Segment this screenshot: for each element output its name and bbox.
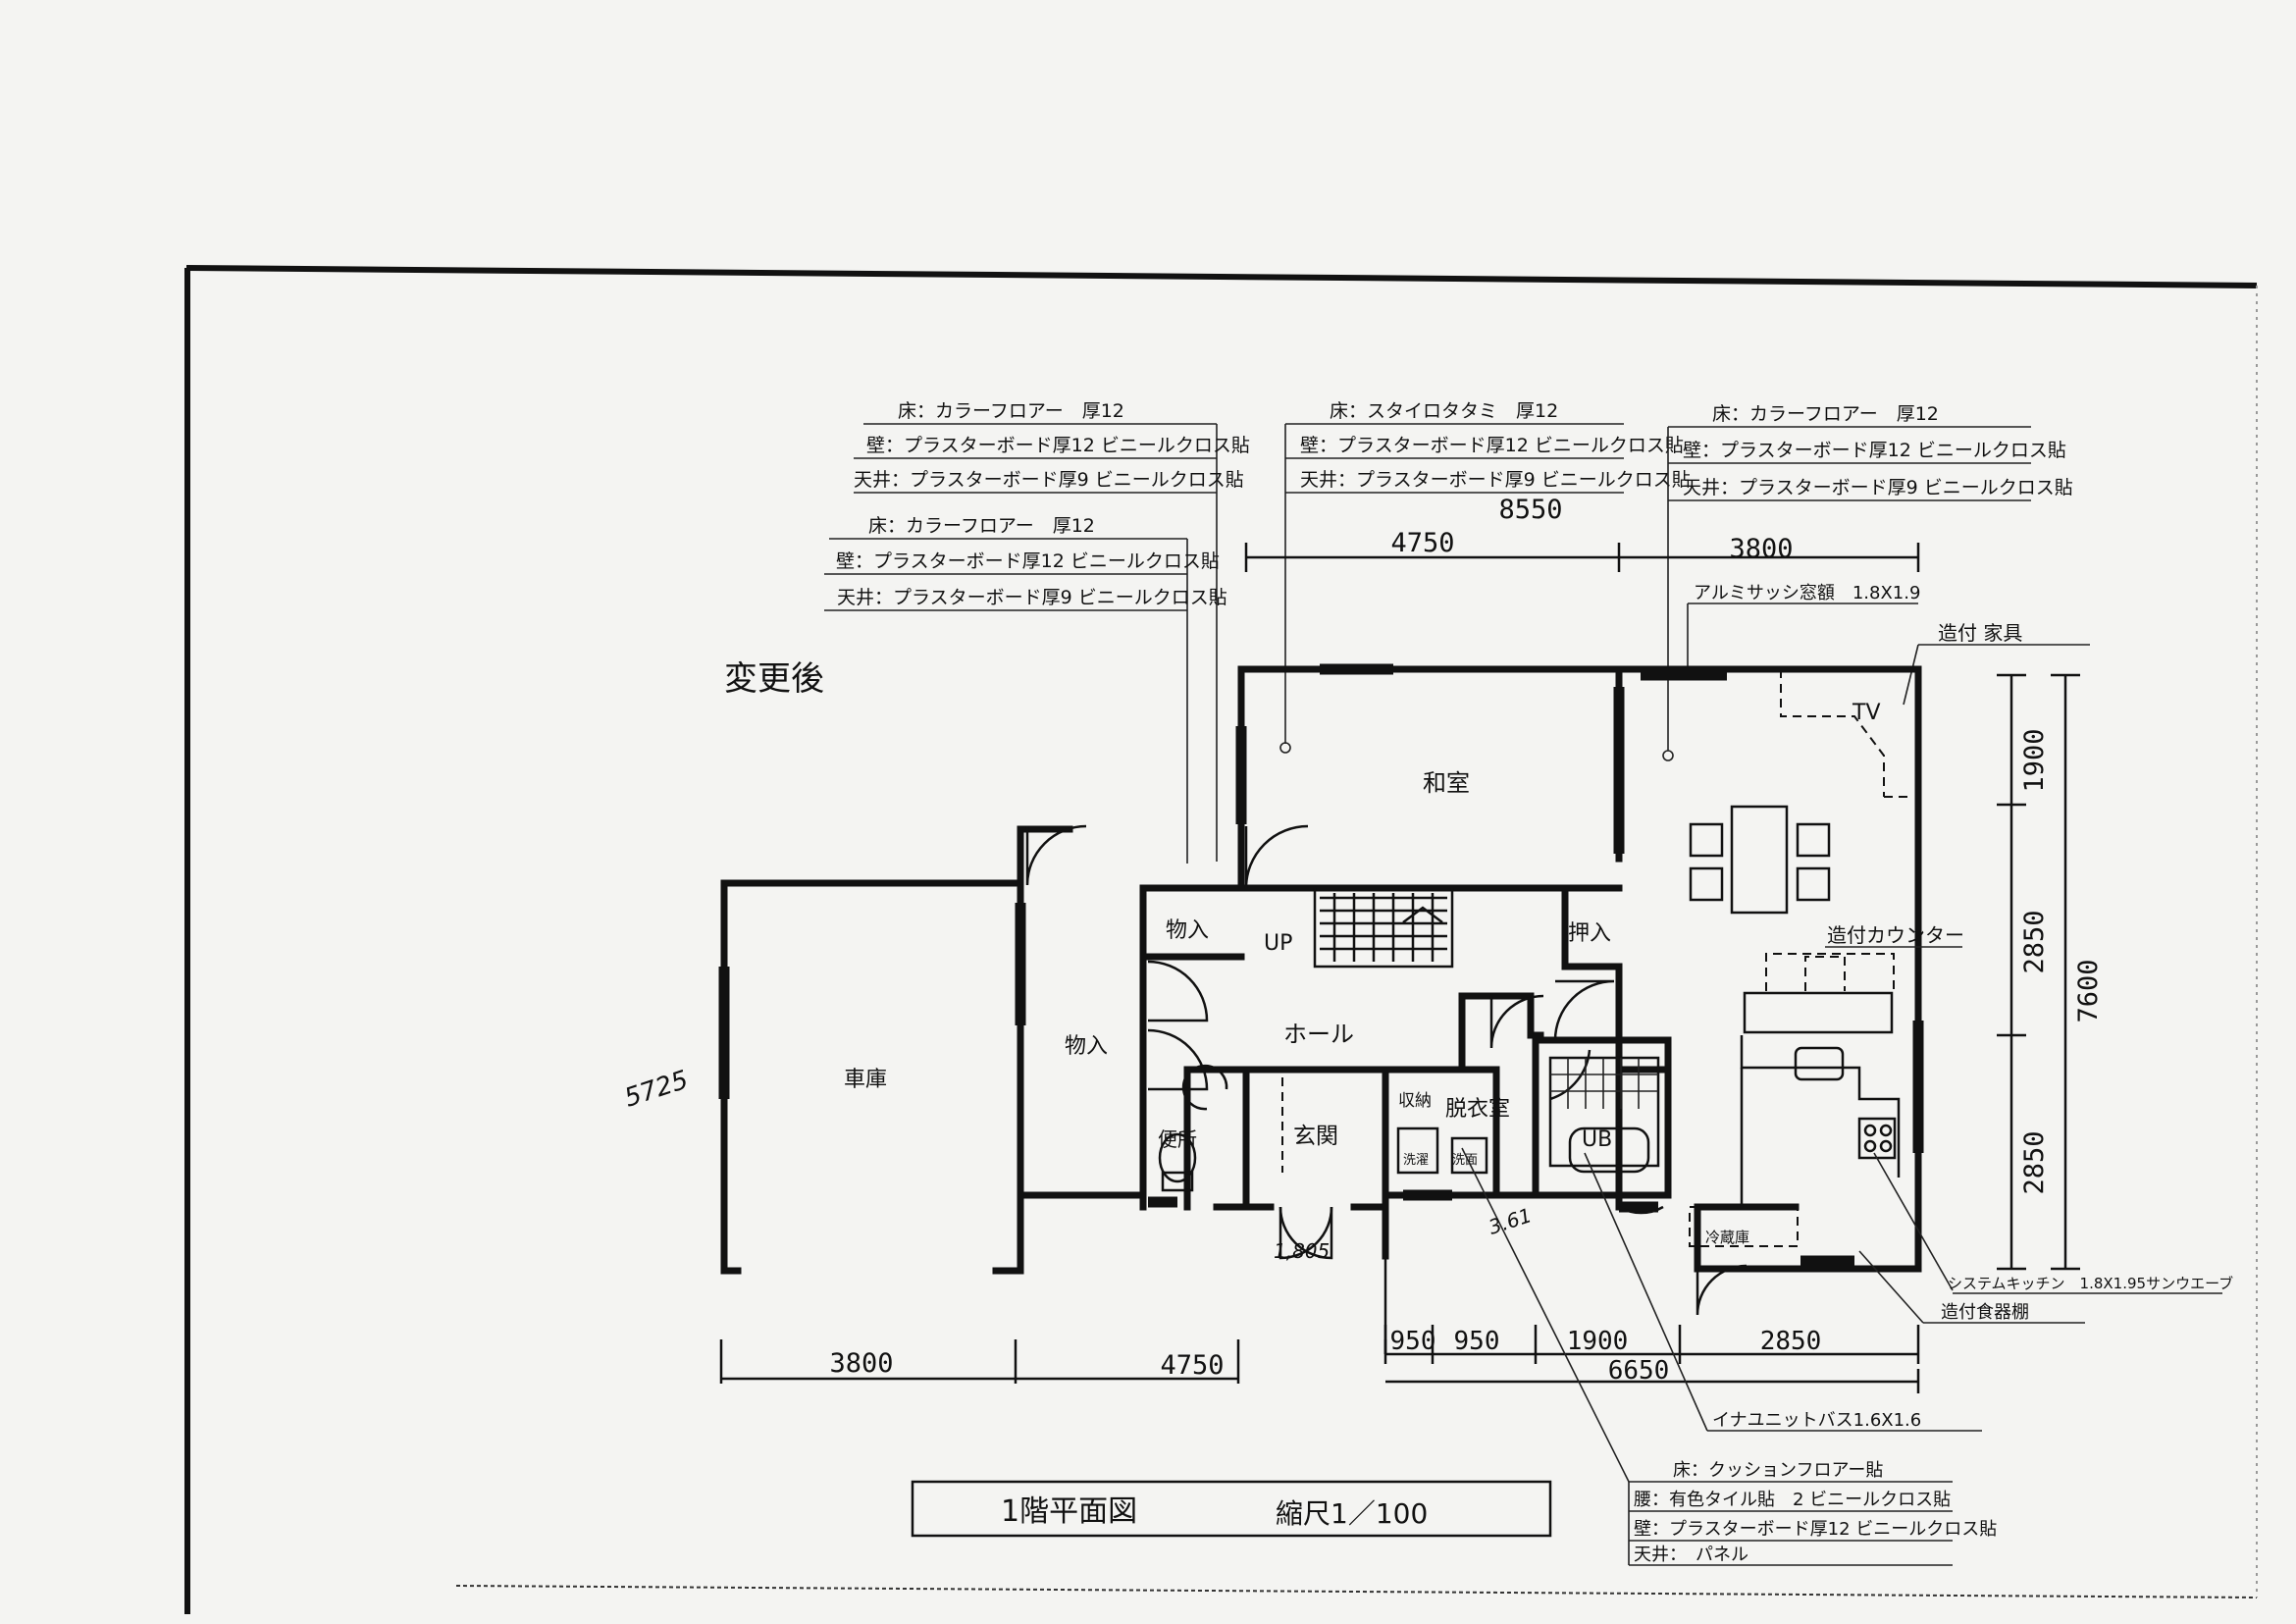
note-cupboard: 造付食器棚 [1941,1302,2029,1323]
dim-bottom-d: 950 [1454,1327,1500,1356]
spec-b-floor: 床：カラーフロアー 厚12 [868,515,1095,537]
room-washitsu: 和室 [1423,769,1470,797]
note-counter: 造付カウンター [1827,923,1964,947]
label-fridge: 冷蔵庫 [1705,1229,1749,1246]
spec-d-ceiling: 天井：プラスターボード厚9 ビニールクロス貼 [1683,477,2073,498]
label-washer: 洗濯 [1403,1153,1429,1168]
room-storage-left: 物入 [1065,1034,1108,1059]
note-kitchen: システムキッチン 1.8X1.95サンウエーブ [1948,1275,2233,1292]
spec-block-d: 床：カラーフロアー 厚12 壁：プラスターボード厚12 ビニールクロス貼 天井：… [1662,403,2073,761]
spec-b-wall: 壁：プラスターボード厚12 ビニールクロス貼 [836,550,1220,572]
bottom-dimensions: 3800 4750 950 950 1900 2850 6650 [719,1325,1920,1393]
room-storage-bath: 収納 [1398,1091,1432,1111]
dim-top-total: 8550 [1498,495,1562,525]
handwritten-door: 1,805 [1274,1239,1330,1263]
room-hall: ホール [1283,1021,1354,1048]
entrance-fixture [1281,1077,1386,1173]
spec-e-waist: 腰：有色タイル貼 2 ビニールクロス貼 [1634,1490,1951,1510]
counter-note: 造付カウンター [1825,923,1964,948]
spec-block-e: 床：クッションフロアー貼 腰：有色タイル貼 2 ビニールクロス貼 壁：プラスター… [1461,1147,1997,1566]
room-garage: 車庫 [844,1068,887,1092]
dim-bottom-c: 950 [1390,1327,1436,1356]
spec-e-ceiling: 天井： パネル [1634,1545,1748,1565]
spec-c-floor: 床：スタイロタタミ 厚12 [1330,400,1558,422]
spec-e-floor: 床：クッションフロアー貼 [1673,1460,1883,1481]
spec-c-ceiling: 天井：プラスターボード厚9 ビニールクロス貼 [1300,469,1691,491]
tv-furniture [1780,669,1908,798]
room-storage-small: 物入 [1166,918,1209,943]
dim-bottom-f: 2850 [1760,1327,1822,1356]
windows [718,663,1924,1267]
stamp-title: 変更後 [724,659,824,699]
note-sash: アルミサッシ窓額 1.8X1.9 [1694,583,1920,603]
room-entrance: 玄関 [1293,1124,1338,1149]
spec-b-ceiling: 天井：プラスターボード厚9 ビニールクロス貼 [837,587,1227,608]
dim-bottom-e: 1900 [1567,1327,1629,1356]
unitbath-note: イナユニットバス1.6X1.6 [1584,1152,1982,1432]
room-toilet: 便所 [1158,1127,1197,1151]
dim-top-a: 4750 [1390,528,1454,558]
spec-block-b: 床：カラーフロアー 厚12 壁：プラスターボード厚12 ビニールクロス貼 天井：… [824,515,1227,864]
stair-treads [1320,893,1447,962]
top-dimensions: 8550 4750 3800 [1244,495,1920,572]
dim-right-a: 1900 [2019,728,2050,792]
label-tv: TV [1852,701,1881,725]
room-closet: 押入 [1568,921,1611,946]
spec-a-floor: 床：カラーフロアー 厚12 [898,400,1124,422]
kitchen-unit [1740,1035,1901,1207]
toilet-fixture [1158,1064,1228,1192]
spec-a-wall: 壁：プラスターボード厚12 ビニールクロス貼 [866,435,1250,456]
spec-block-c: 床：スタイロタタミ 厚12 壁：プラスターボード厚12 ビニールクロス貼 天井：… [1279,400,1691,754]
dim-bottom-a: 3800 [829,1348,893,1379]
note-furniture: 造付 家具 [1938,621,2022,645]
dim-bottom-b: 4750 [1160,1350,1224,1381]
room-dressing: 脱衣室 [1445,1097,1510,1122]
spec-block-a: 床：カラーフロアー 厚12 壁：プラスターボード厚12 ビニールクロス貼 天井：… [854,400,1250,862]
note-unitbath: イナユニットバス1.6X1.6 [1712,1410,1921,1431]
title-block: 1階平面図 縮尺1／100 [911,1480,1552,1538]
handwritten-left: 5725 [621,1066,692,1114]
unit-bath [1548,1056,1660,1174]
dim-right-c: 2850 [2019,1130,2050,1194]
label-sink: 洗面 [1452,1153,1478,1168]
dim-bottom-total: 6650 [1608,1356,1670,1386]
spec-e-wall: 壁：プラスターボード厚12 ビニールクロス貼 [1634,1519,1997,1540]
room-ub: UB [1582,1127,1612,1152]
sash-note: アルミサッシ窓額 1.8X1.9 [1687,583,1920,667]
doors [1025,824,1748,1316]
spec-c-wall: 壁：プラスターボード厚12 ビニールクロス貼 [1300,435,1684,456]
cupboard-note: 造付食器棚 [1858,1250,2085,1324]
dining-set [1689,805,1831,915]
dim-right-b: 2850 [2019,910,2050,973]
drawing-frame [184,265,2258,1614]
kitchen-note: システムキッチン 1.8X1.95サンウエーブ [1873,1152,2233,1294]
drawing-scale: 縮尺1／100 [1276,1497,1428,1530]
drawing-title: 1階平面図 [1001,1494,1137,1529]
label-up: UP [1264,931,1292,956]
counter [1743,953,1895,1034]
furniture-note: 造付 家具 [1903,621,2090,706]
dim-right-total: 7600 [2073,959,2104,1022]
spec-d-wall: 壁：プラスターボード厚12 ビニールクロス貼 [1683,440,2066,461]
right-dimensions: 1900 2850 2850 7600 [1997,673,2104,1271]
dim-top-b: 3800 [1729,534,1793,564]
spec-d-floor: 床：カラーフロアー 厚12 [1712,403,1939,425]
spec-a-ceiling: 天井：プラスターボード厚9 ビニールクロス貼 [854,469,1244,491]
dressing-fixtures [1396,1126,1488,1175]
